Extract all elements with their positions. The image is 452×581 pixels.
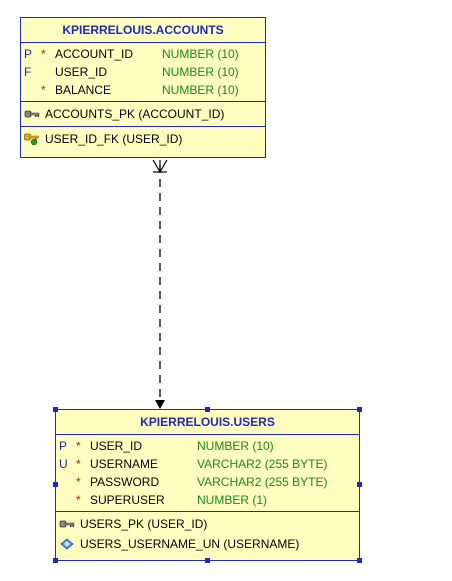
- required-marker: *: [76, 439, 81, 453]
- required-marker: *: [76, 475, 81, 489]
- column-name: USERNAME: [90, 457, 159, 471]
- key-icon: [24, 110, 40, 118]
- resize-handle[interactable]: [357, 482, 362, 487]
- accounts-foreign-key-section: USER_ID_FK (USER_ID): [21, 127, 265, 151]
- column-type: VARCHAR2 (255 BYTE): [197, 475, 328, 489]
- users-table[interactable]: KPIERRELOUIS.USERS P * USER_ID NUMBER (1…: [55, 409, 360, 561]
- required-marker: *: [41, 47, 46, 61]
- accounts-table-title: KPIERRELOUIS.ACCOUNTS: [21, 18, 265, 43]
- column-type: NUMBER (10): [162, 65, 239, 79]
- accounts-primary-key-section: ACCOUNTS_PK (ACCOUNT_ID): [21, 102, 265, 127]
- resize-handle[interactable]: [53, 407, 58, 412]
- key-marker: P: [59, 439, 68, 453]
- primary-key-row[interactable]: ACCOUNTS_PK (ACCOUNT_ID): [21, 104, 265, 124]
- column-name: SUPERUSER: [90, 493, 165, 507]
- column-row[interactable]: U * USERNAME VARCHAR2 (255 BYTE): [56, 455, 359, 473]
- required-marker: *: [41, 83, 46, 97]
- unique-key-label: USERS_USERNAME_UN (USERNAME): [80, 537, 300, 551]
- column-row[interactable]: * BALANCE NUMBER (10): [21, 81, 265, 99]
- resize-handle[interactable]: [357, 558, 362, 563]
- primary-key-label: ACCOUNTS_PK (ACCOUNT_ID): [45, 107, 225, 121]
- column-name: ACCOUNT_ID: [55, 47, 134, 61]
- column-name: BALANCE: [55, 83, 112, 97]
- foreign-key-icon: [24, 133, 39, 145]
- primary-key-row[interactable]: USERS_PK (USER_ID): [56, 514, 359, 534]
- primary-key-label: USERS_PK (USER_ID): [80, 517, 208, 531]
- foreign-key-row[interactable]: USER_ID_FK (USER_ID): [21, 129, 265, 149]
- column-name: USER_ID: [55, 65, 108, 79]
- column-name: PASSWORD: [90, 475, 160, 489]
- unique-key-row[interactable]: USERS_USERNAME_UN (USERNAME): [56, 534, 359, 554]
- required-marker: *: [76, 493, 81, 507]
- resize-handle[interactable]: [53, 482, 58, 487]
- resize-handle[interactable]: [205, 407, 210, 412]
- required-marker: *: [76, 457, 81, 471]
- key-marker: P: [24, 47, 33, 61]
- users-keys-section: USERS_PK (USER_ID) USERS_USERNAME_UN (US…: [56, 512, 359, 556]
- column-type: NUMBER (10): [162, 47, 239, 61]
- key-marker: F: [24, 65, 32, 79]
- accounts-columns: P * ACCOUNT_ID NUMBER (10) F USER_ID NUM…: [21, 43, 265, 102]
- column-type: NUMBER (10): [197, 439, 274, 453]
- foreign-key-label: USER_ID_FK (USER_ID): [45, 132, 183, 146]
- unique-key-icon: [60, 538, 74, 550]
- column-name: USER_ID: [90, 439, 143, 453]
- accounts-table[interactable]: KPIERRELOUIS.ACCOUNTS P * ACCOUNT_ID NUM…: [20, 17, 266, 158]
- column-row[interactable]: * SUPERUSER NUMBER (1): [56, 491, 359, 509]
- resize-handle[interactable]: [357, 407, 362, 412]
- column-type: VARCHAR2 (255 BYTE): [197, 457, 328, 471]
- column-row[interactable]: P * USER_ID NUMBER (10): [56, 437, 359, 455]
- column-row[interactable]: * PASSWORD VARCHAR2 (255 BYTE): [56, 473, 359, 491]
- key-marker: U: [59, 457, 68, 471]
- column-row[interactable]: P * ACCOUNT_ID NUMBER (10): [21, 45, 265, 63]
- users-columns: P * USER_ID NUMBER (10) U * USERNAME VAR…: [56, 435, 359, 512]
- arrowhead-marker: [155, 400, 165, 409]
- resize-handle[interactable]: [53, 558, 58, 563]
- column-type: NUMBER (1): [197, 493, 268, 507]
- column-row[interactable]: F USER_ID NUMBER (10): [21, 63, 265, 81]
- column-type: NUMBER (10): [162, 83, 239, 97]
- resize-handle[interactable]: [205, 558, 210, 563]
- key-icon: [59, 520, 75, 528]
- users-table-title: KPIERRELOUIS.USERS: [56, 410, 359, 435]
- crows-foot-marker: [152, 159, 168, 173]
